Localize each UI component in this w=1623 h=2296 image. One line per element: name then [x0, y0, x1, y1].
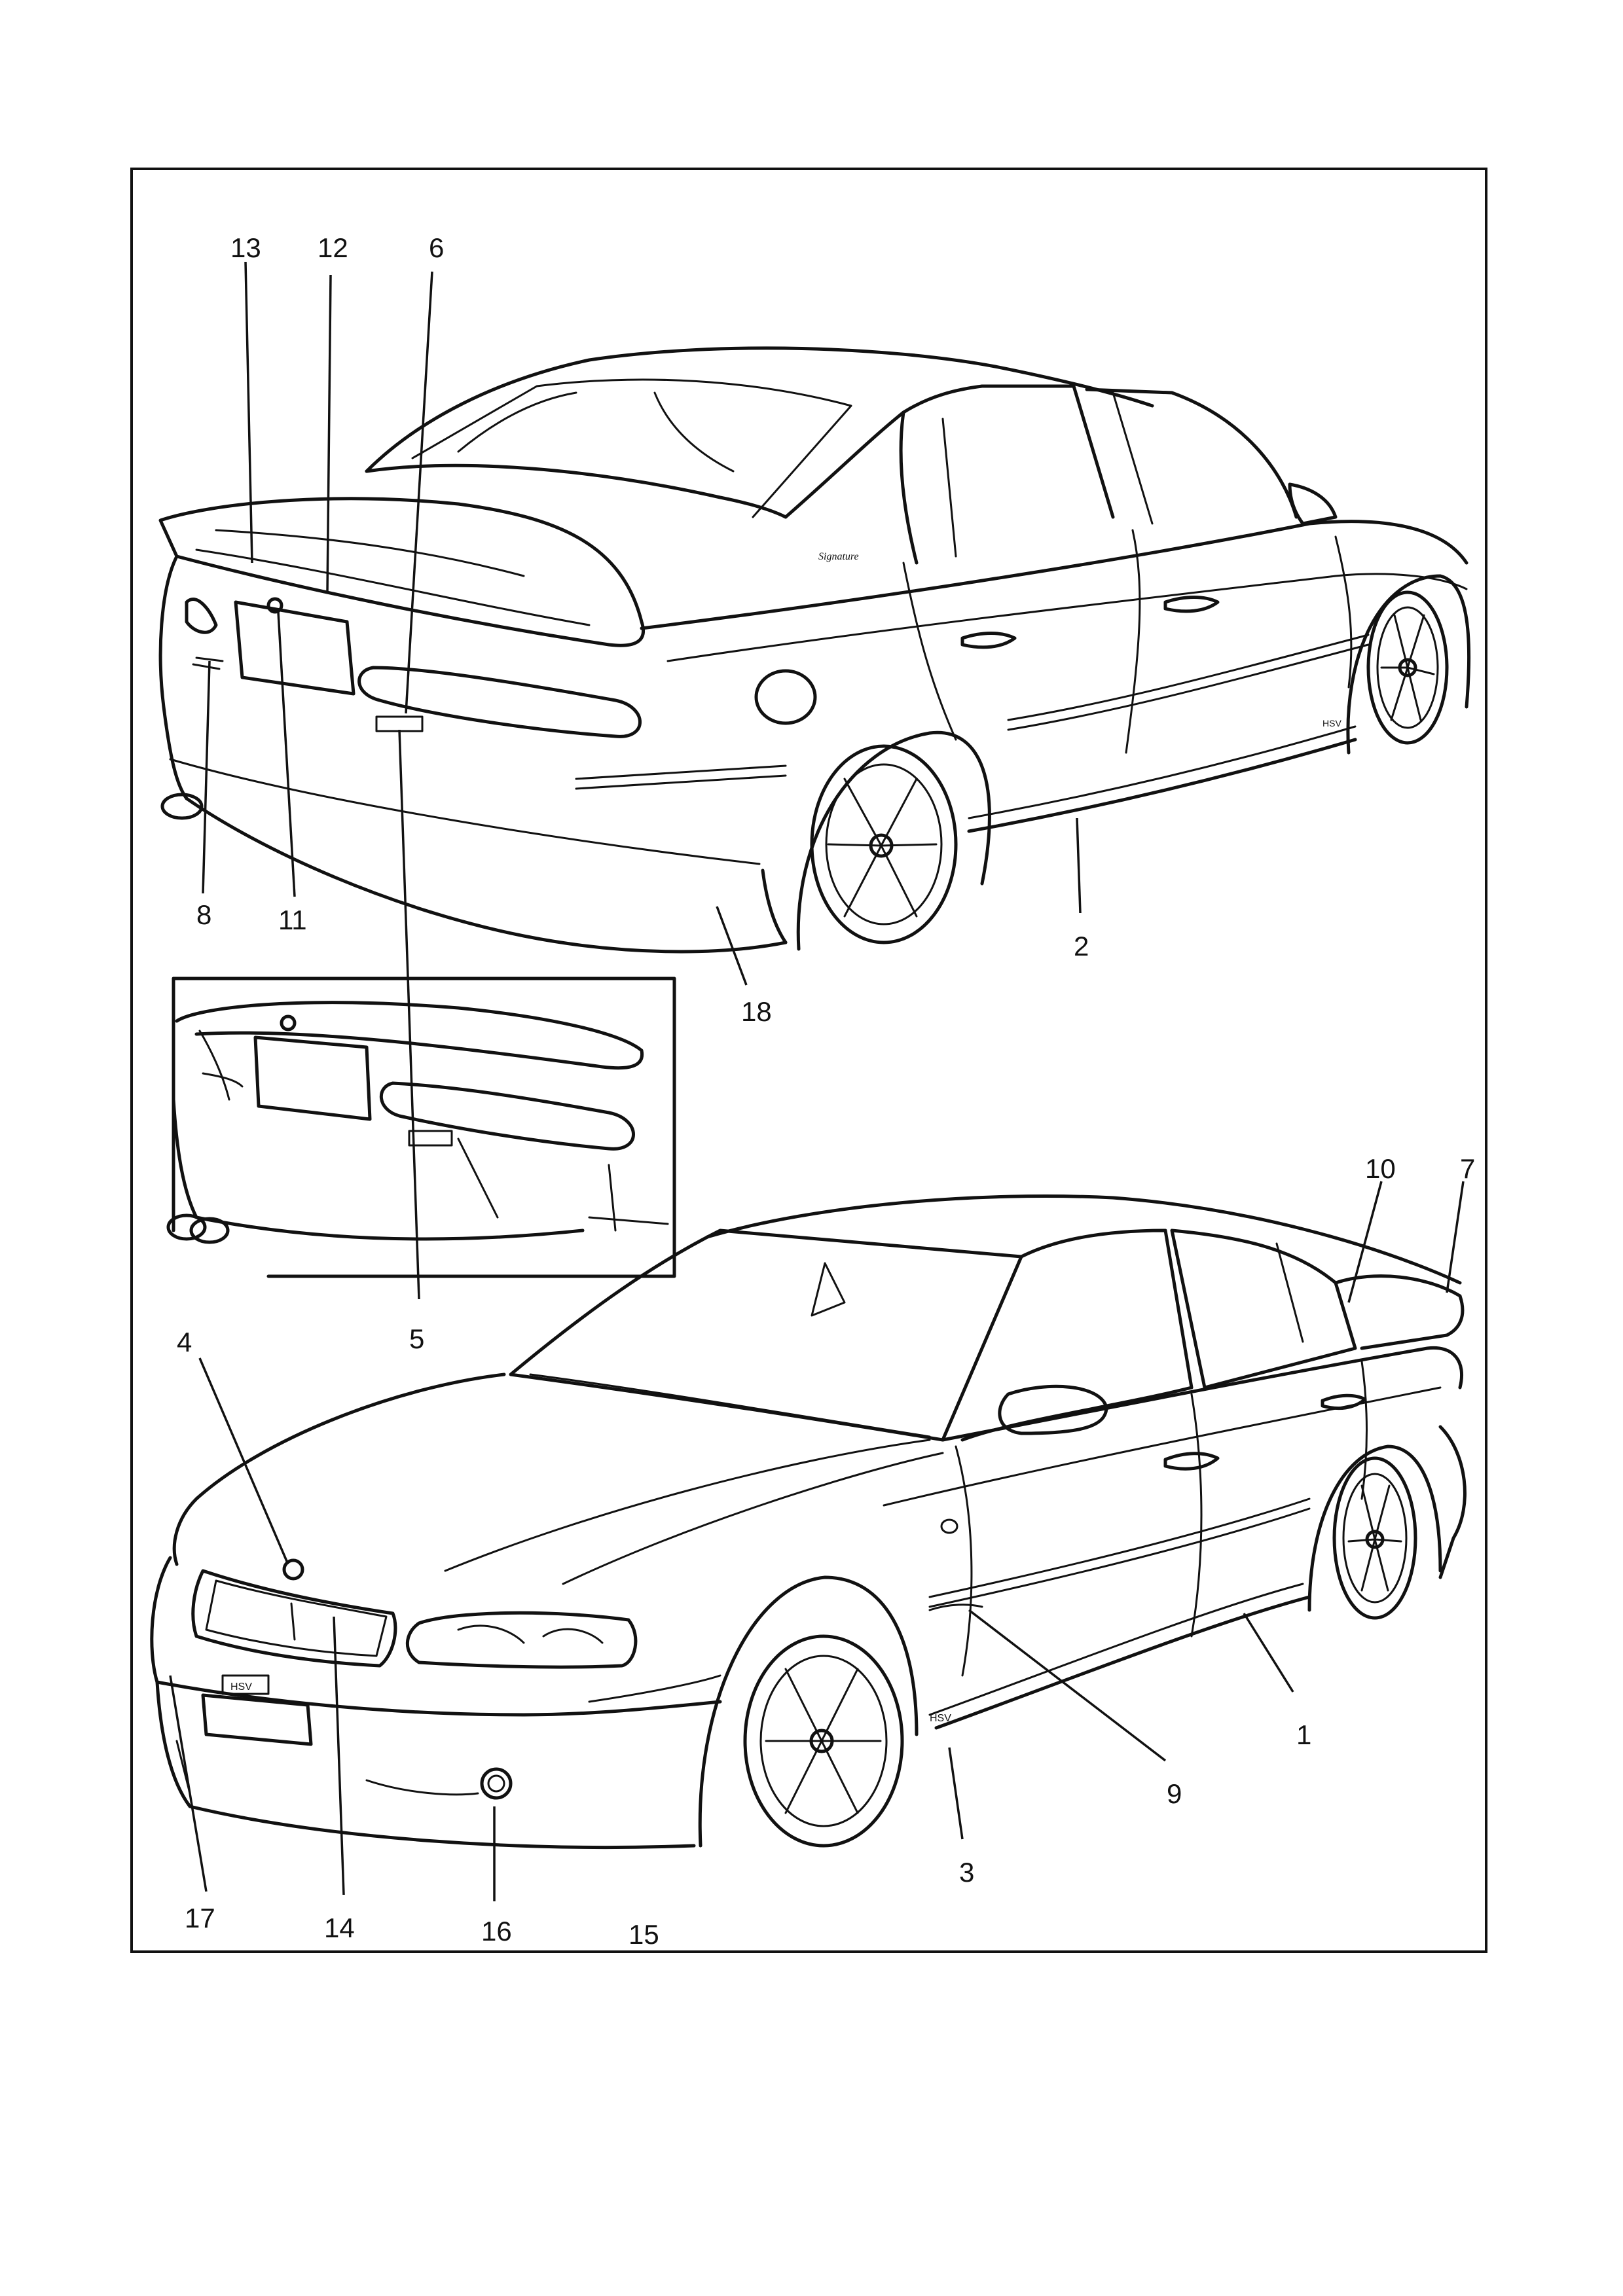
leader-8: [203, 661, 210, 893]
callout-17: 17: [185, 1903, 215, 1933]
leader-9: [969, 1610, 1165, 1761]
callout-11: 11: [278, 905, 307, 935]
front-view-car: [152, 1196, 1465, 1848]
callout-8: 8: [196, 899, 211, 930]
leader-5: [399, 730, 419, 1299]
callout-12: 12: [318, 232, 348, 263]
callout-3: 3: [959, 1857, 974, 1888]
leader-1: [1244, 1613, 1293, 1692]
side-decal-rear: HSV: [1322, 718, 1341, 728]
callout-15: 15: [629, 1919, 659, 1950]
leader-6: [406, 272, 432, 713]
leader-12: [327, 275, 331, 592]
callout-10: 10: [1365, 1153, 1396, 1184]
leader-4: [200, 1358, 288, 1564]
front-bumper-badge: HSV: [230, 1681, 252, 1693]
leader-14: [334, 1617, 344, 1895]
side-decal-front: HSV: [930, 1713, 951, 1724]
rear-script-badge: Signature: [818, 551, 859, 562]
callout-18: 18: [741, 996, 772, 1027]
callout-13: 13: [230, 232, 261, 263]
leader-13: [246, 262, 252, 563]
leader-2: [1077, 818, 1080, 913]
callout-6: 6: [429, 232, 444, 263]
rear-view-car: [160, 348, 1469, 952]
callout-14: 14: [324, 1912, 355, 1943]
callout-7: 7: [1460, 1153, 1475, 1184]
callout-numbers: 13 12 6 8 11 2 18 10 7 5 4 1 9 3 17 14 1…: [177, 232, 1475, 1950]
callout-5: 5: [409, 1323, 424, 1354]
callout-1: 1: [1296, 1719, 1311, 1750]
callout-16: 16: [481, 1916, 512, 1946]
callout-9: 9: [1167, 1778, 1182, 1809]
leader-3: [949, 1748, 962, 1839]
callout-4: 4: [177, 1327, 192, 1357]
leader-18: [717, 906, 746, 985]
leader-7: [1447, 1181, 1463, 1293]
rear-detail-inset: [168, 978, 674, 1276]
callout-2: 2: [1074, 931, 1089, 961]
